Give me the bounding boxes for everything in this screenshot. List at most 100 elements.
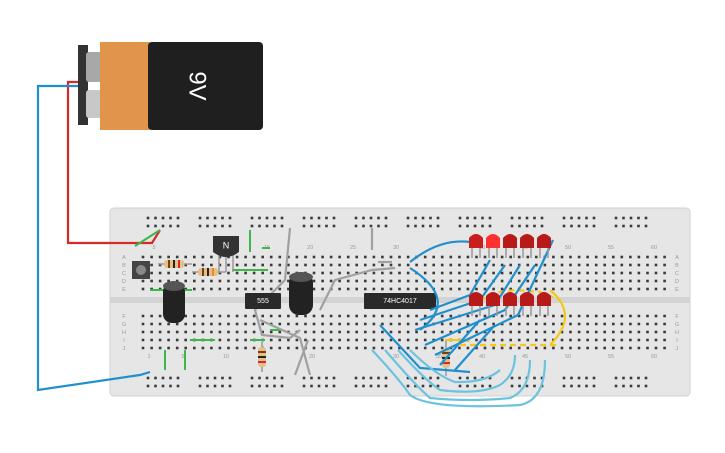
wire-lightblue[interactable] <box>384 349 532 402</box>
breadboard-hole <box>552 255 555 259</box>
breadboard-hole <box>629 322 632 326</box>
wire-blue[interactable] <box>439 319 481 366</box>
breadboard-hole <box>594 330 598 334</box>
wire-blue-battery[interactable] <box>36 84 151 392</box>
led[interactable] <box>520 292 534 316</box>
transistor-npn[interactable]: N <box>213 236 239 272</box>
breadboard-hole <box>629 279 632 283</box>
breadboard-hole <box>586 263 589 267</box>
battery-9v[interactable]: 9V <box>78 42 263 130</box>
breadboard-hole <box>533 224 536 228</box>
breadboard-hole <box>218 271 222 275</box>
breadboard-hole <box>184 255 187 259</box>
led[interactable] <box>469 234 483 258</box>
breadboard-hole <box>663 279 666 283</box>
capacitor-left[interactable] <box>163 281 185 323</box>
breadboard-hole <box>646 271 649 275</box>
breadboard-hole <box>287 322 290 326</box>
breadboard-hole <box>517 314 521 318</box>
breadboard-hole <box>509 346 512 350</box>
wire-gray[interactable] <box>259 318 312 376</box>
wire-blue[interactable] <box>424 264 536 347</box>
breadboard-hole <box>440 346 444 350</box>
row-letter: H <box>122 330 126 336</box>
breadboard-hole <box>586 271 589 275</box>
breadboard-hole <box>543 330 547 334</box>
breadboard-hole <box>338 279 341 283</box>
breadboard-hole <box>525 384 529 388</box>
wire-lightblue[interactable] <box>397 349 517 393</box>
breadboard-hole <box>398 279 401 283</box>
wire-blue[interactable] <box>454 324 496 371</box>
led-body <box>537 234 551 248</box>
breadboard-hole <box>423 263 427 267</box>
wire-gray[interactable] <box>319 266 396 311</box>
wire-gray[interactable] <box>293 339 310 376</box>
breadboard-hole <box>302 224 306 228</box>
led[interactable] <box>537 292 551 316</box>
breadboard-hole <box>295 314 299 318</box>
led[interactable] <box>503 234 517 258</box>
wire-blue[interactable] <box>409 267 439 331</box>
wire-yellow[interactable] <box>549 289 566 346</box>
resistor-2[interactable] <box>192 268 226 276</box>
resistor-1[interactable] <box>158 260 192 268</box>
breadboard-hole <box>415 346 418 350</box>
column-number: 55 <box>608 245 614 251</box>
breadboard-hole <box>646 287 649 291</box>
breadboard-hole <box>364 346 367 350</box>
breadboard-hole <box>517 330 521 334</box>
breadboard-hole <box>543 322 547 326</box>
breadboard-hole <box>517 322 521 326</box>
led[interactable] <box>520 234 534 258</box>
breadboard-hole <box>637 279 641 283</box>
breadboard-hole <box>492 346 495 350</box>
breadboard-hole <box>440 255 444 259</box>
breadboard-hole <box>150 263 153 267</box>
chip-74hc4017[interactable]: 74HC4017 <box>364 293 436 309</box>
breadboard-hole <box>389 346 393 350</box>
breadboard-hole <box>629 255 632 259</box>
breadboard-hole <box>338 338 341 342</box>
breadboard-hole <box>304 263 307 267</box>
breadboard-hole <box>517 338 521 342</box>
breadboard-hole <box>552 346 555 350</box>
wire-red-battery[interactable] <box>66 80 161 245</box>
led-lit[interactable] <box>486 234 500 258</box>
breadboard-hole <box>304 314 307 318</box>
breadboard-hole <box>287 279 290 283</box>
resistor-band <box>258 361 266 363</box>
breadboard-hole <box>158 346 162 350</box>
wire-lightblue[interactable] <box>371 349 547 408</box>
wire-lightblue[interactable] <box>409 349 501 384</box>
led[interactable] <box>486 292 500 316</box>
wire-gray[interactable] <box>253 227 301 340</box>
column-number: 30 <box>393 354 399 360</box>
gray-wires <box>253 227 396 376</box>
breadboard-hole <box>287 263 290 267</box>
capacitor-right[interactable] <box>289 272 313 315</box>
breadboard-hole <box>338 287 341 291</box>
wire-blue[interactable] <box>409 240 471 263</box>
resistor-3[interactable] <box>258 342 266 372</box>
led[interactable] <box>537 234 551 258</box>
chip-555[interactable]: 555 <box>245 293 281 309</box>
breadboard-hole <box>312 287 316 291</box>
wire-blue[interactable] <box>434 239 554 356</box>
breadboard-hole <box>543 338 547 342</box>
breadboard-hole <box>278 346 282 350</box>
pushbutton[interactable] <box>132 261 150 279</box>
wire-green[interactable] <box>134 229 161 247</box>
led[interactable] <box>503 292 517 316</box>
breadboard-hole <box>150 271 153 275</box>
breadboard-hole <box>258 216 261 220</box>
row-letter: H <box>675 330 679 336</box>
breadboard-hole <box>338 330 341 334</box>
breadboard-hole <box>577 279 581 283</box>
breadboard-hole <box>562 216 566 220</box>
wire-blue[interactable] <box>379 324 471 374</box>
breadboard-hole <box>509 338 512 342</box>
breadboard-hole <box>458 322 461 326</box>
led[interactable] <box>469 292 483 316</box>
breadboard-hole <box>415 314 418 318</box>
